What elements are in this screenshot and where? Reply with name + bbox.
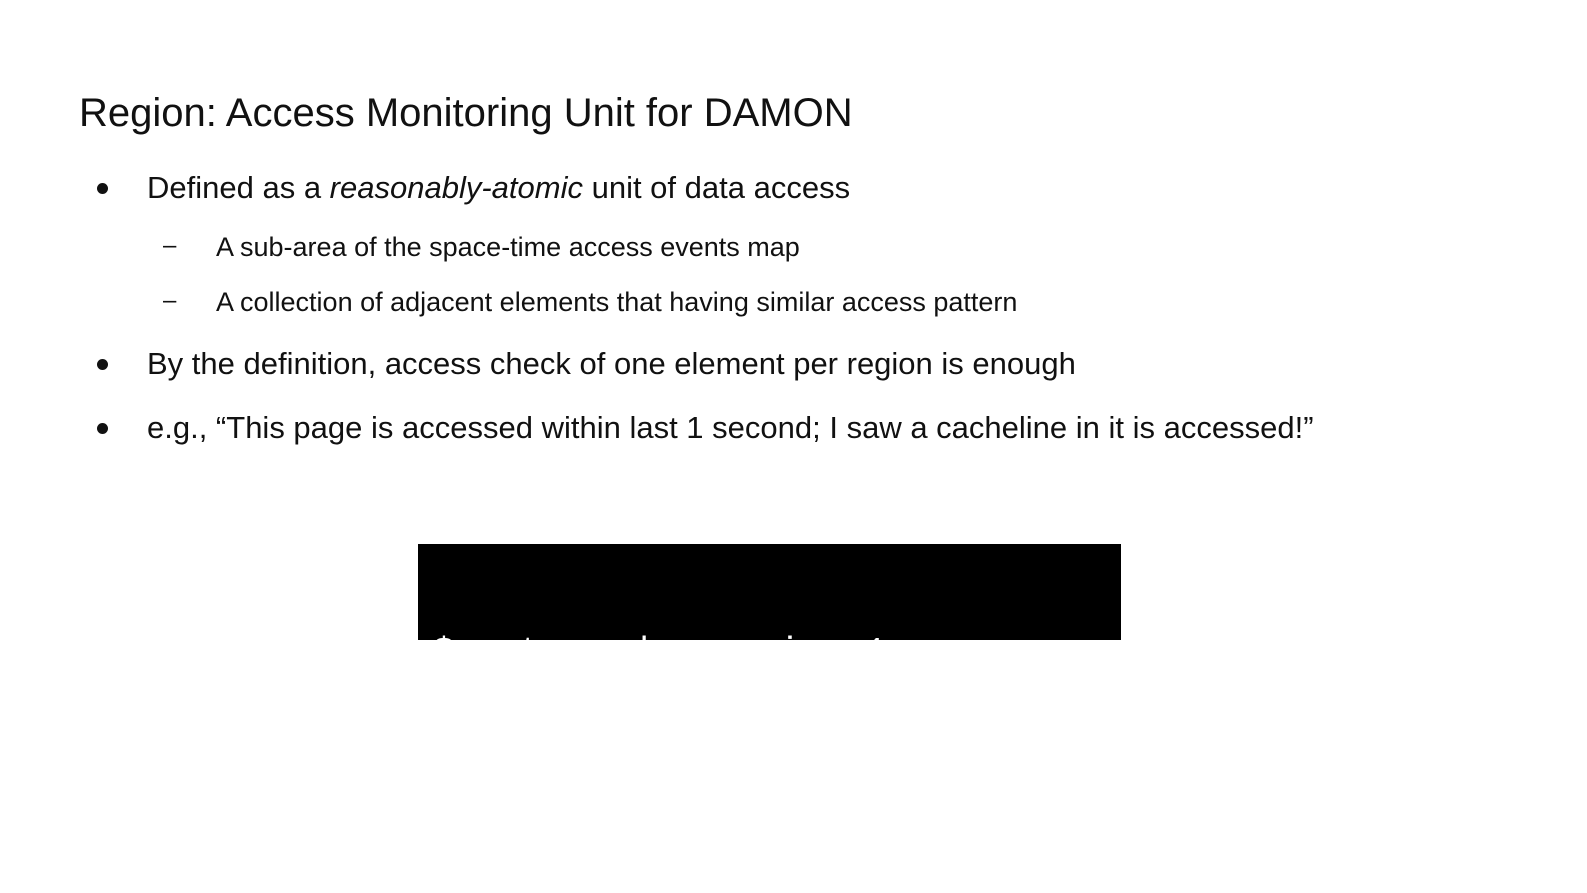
bullet-text-suffix: unit of data access bbox=[582, 170, 851, 205]
bullet-dot-icon bbox=[97, 359, 108, 370]
sub-bullet-text: A sub-area of the space-time access even… bbox=[216, 232, 800, 262]
bullet-dot-icon bbox=[97, 183, 108, 194]
sub-bullet-text: A collection of adjacent elements that h… bbox=[216, 287, 1018, 317]
terminal-output-suffix: [un]accessed here bbox=[713, 755, 1103, 796]
terminal-box: $ cat wonder_region_1 We’re all mad [un]… bbox=[418, 544, 1121, 796]
dash-icon: – bbox=[163, 287, 177, 314]
terminal-output: We’re all mad [un]accessed here bbox=[433, 755, 1121, 796]
bullet-text: Defined as a reasonably-atomic unit of d… bbox=[147, 168, 850, 208]
bullet-text-prefix: Defined as a bbox=[147, 170, 330, 205]
bullet-text: By the definition, access check of one e… bbox=[147, 346, 1076, 381]
terminal-command: $ cat wonder_region_1 bbox=[433, 632, 887, 673]
terminal-output-struck: mad bbox=[649, 755, 714, 796]
bullet-text-emphasis: reasonably-atomic bbox=[329, 170, 583, 205]
dash-icon: – bbox=[163, 232, 177, 259]
bullet-text: e.g., “This page is accessed within last… bbox=[147, 410, 1314, 445]
bullet-dot-icon bbox=[97, 423, 108, 434]
slide-title: Region: Access Monitoring Unit for DAMON bbox=[79, 91, 853, 135]
terminal-output-prefix: We’re all bbox=[433, 755, 650, 796]
